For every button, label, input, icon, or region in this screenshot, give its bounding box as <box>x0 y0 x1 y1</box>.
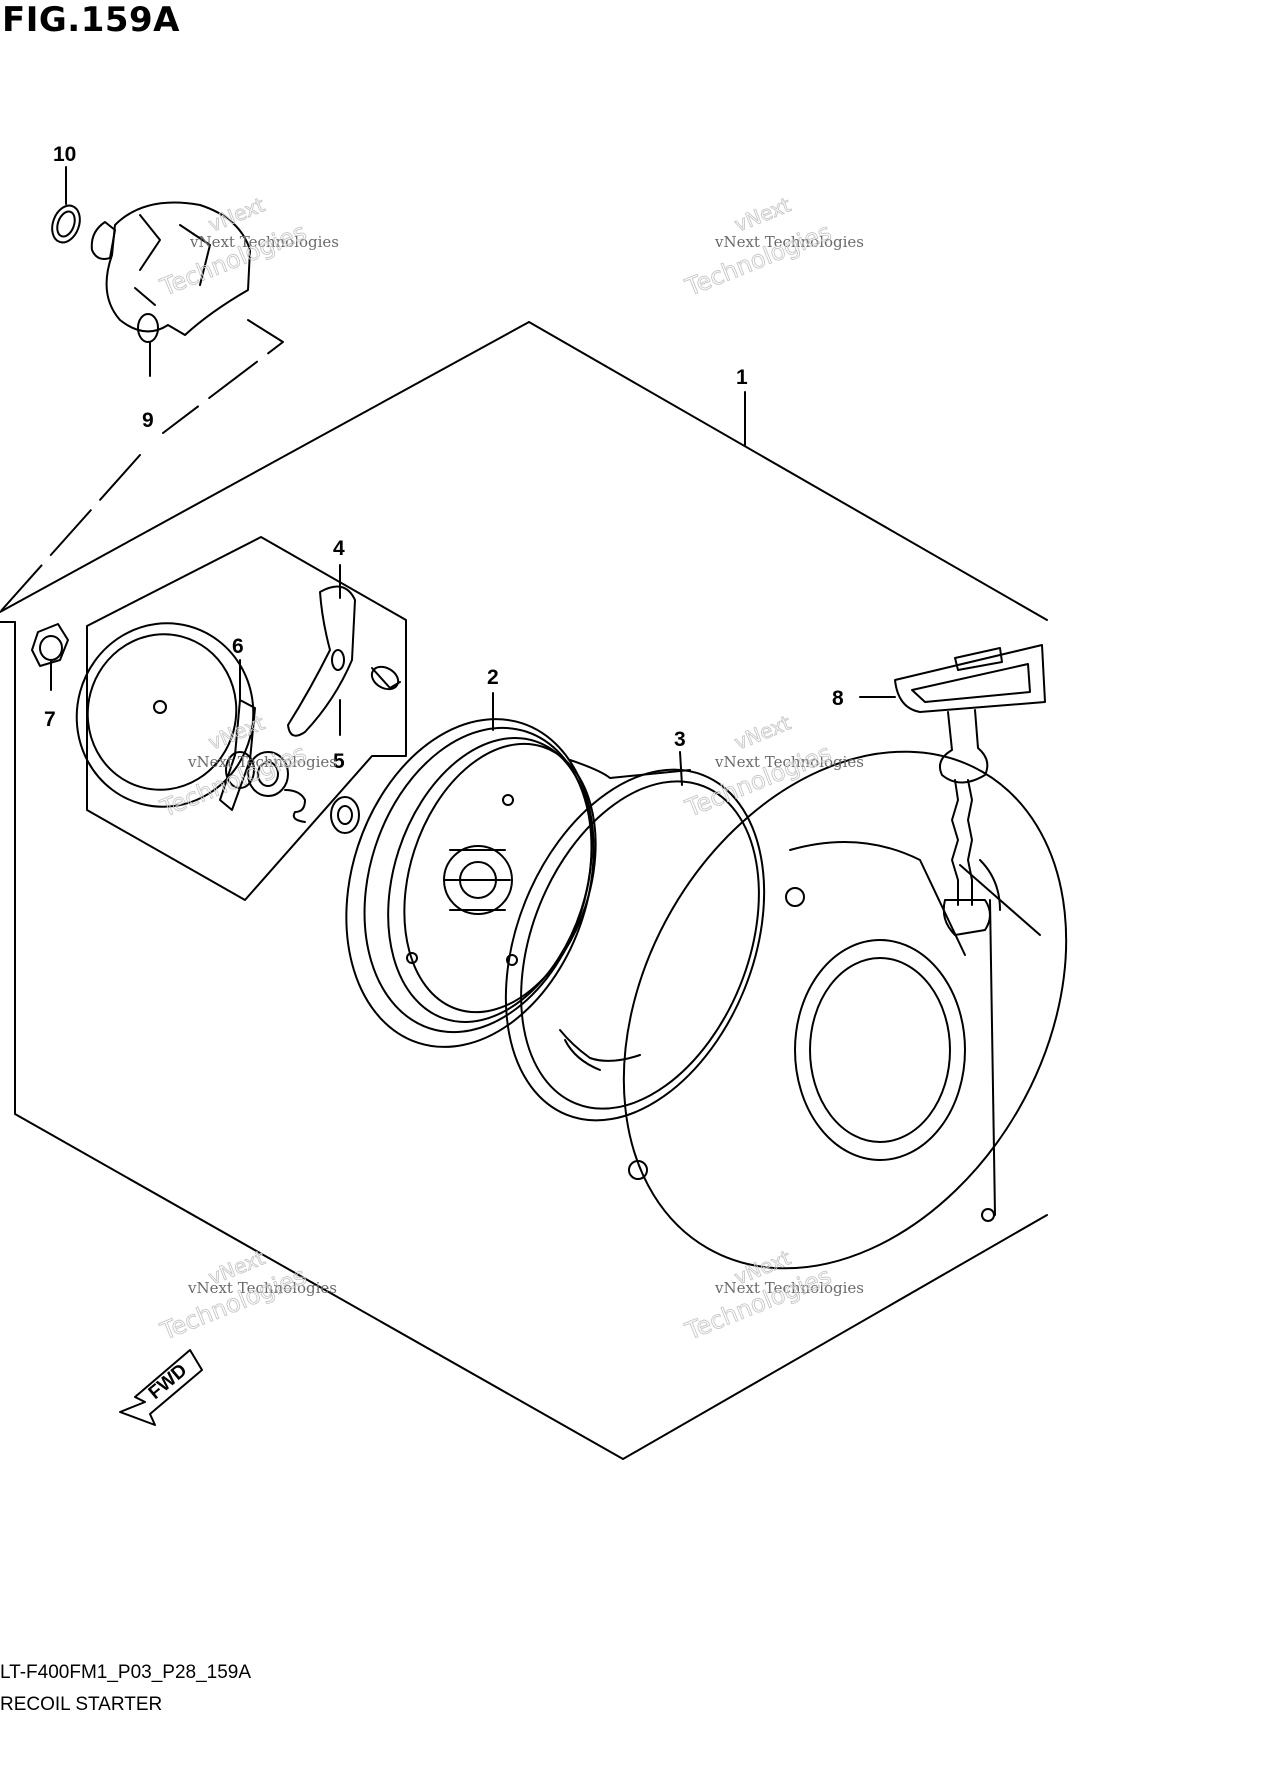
svg-text:Technologies: Technologies <box>681 739 835 823</box>
ratchet-parts <box>219 585 401 834</box>
svg-text:vNext: vNext <box>731 710 794 754</box>
callout-2: 2 <box>487 666 499 689</box>
part-8-handle <box>894 644 1046 936</box>
callout-1: 1 <box>736 366 748 389</box>
callout-6: 6 <box>232 635 244 658</box>
svg-text:Technologies: Technologies <box>681 218 835 302</box>
drawing-code: LT-F400FM1_P03_P28_159A <box>0 1662 252 1683</box>
svg-text:vNext: vNext <box>731 192 794 236</box>
callout-4: 4 <box>333 537 345 560</box>
callout-3: 3 <box>674 728 686 751</box>
part-3-spring <box>504 768 766 1122</box>
figure-title: FIG.159A <box>2 0 180 40</box>
callout-7: 7 <box>44 708 56 731</box>
svg-text:vNext: vNext <box>205 192 268 236</box>
part-9-starter-cup <box>90 201 251 343</box>
callout-5: 5 <box>333 750 345 773</box>
part-10-oring <box>51 204 81 244</box>
svg-text:vNext Technologies: vNext Technologies <box>187 753 337 771</box>
subassembly-frame <box>86 536 407 901</box>
watermark-mid-right: vNext vNext Technologies Technologies <box>680 710 864 823</box>
fwd-arrow <box>119 1349 203 1426</box>
svg-text:Technologies: Technologies <box>156 218 310 302</box>
svg-text:vNext Technologies: vNext Technologies <box>187 1279 337 1297</box>
callout-10: 10 <box>53 143 76 166</box>
part-6-guide-plate <box>75 622 255 808</box>
callout-8: 8 <box>832 687 844 710</box>
part-2-reel <box>345 718 691 1048</box>
watermark-bottom-left: vNext vNext Technologies Technologies <box>155 1245 337 1346</box>
watermark-top-right: vNext vNext Technologies Technologies <box>680 192 864 302</box>
section-name: RECOIL STARTER <box>0 1694 163 1715</box>
svg-text:vNext Technologies: vNext Technologies <box>189 233 339 251</box>
svg-text:vNext Technologies: vNext Technologies <box>714 1279 864 1297</box>
svg-text:vNext Technologies: vNext Technologies <box>714 233 864 251</box>
callout-9: 9 <box>142 409 154 432</box>
assembly-frame <box>528 321 1048 621</box>
part-1-case <box>622 750 1068 1270</box>
svg-text:vNext Technologies: vNext Technologies <box>714 753 864 771</box>
part-7-nut <box>31 623 69 667</box>
fwd-label: FWD <box>145 1360 192 1404</box>
leader-9-frame <box>0 319 284 613</box>
